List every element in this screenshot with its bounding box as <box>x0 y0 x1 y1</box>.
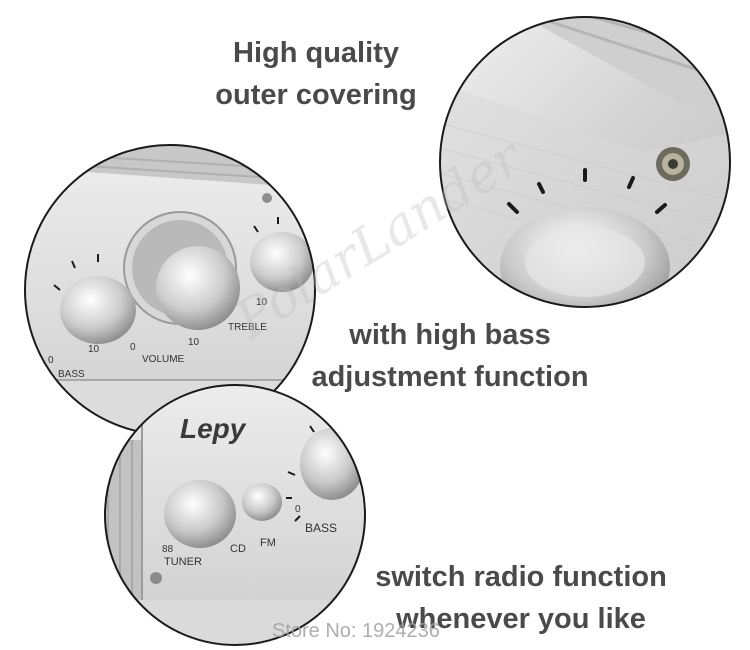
photo-outer-covering <box>439 16 731 308</box>
caption-radio-function: switch radio function whenever you like <box>346 556 696 640</box>
label-bass: BASS <box>305 521 337 535</box>
label-treble: TREBLE <box>228 322 267 333</box>
label-bass-min: 0 <box>48 355 54 366</box>
caption-outer-covering: High quality outer covering <box>196 32 436 116</box>
label-vol-max: 10 <box>188 337 200 348</box>
caption-line: whenever you like <box>396 603 646 635</box>
label-cd: CD <box>230 543 246 555</box>
caption-line: High quality <box>233 37 399 69</box>
label-bass: BASS <box>58 369 85 380</box>
caption-bass-adjustment: with high bass adjustment function <box>290 314 610 398</box>
label-treble-max: 10 <box>256 297 268 308</box>
label-volume: VOLUME <box>142 354 185 365</box>
store-number-text: Store No: 1924236 <box>272 620 440 642</box>
label-tuner: TUNER <box>164 556 202 568</box>
caption-line: with high bass <box>349 319 551 351</box>
label-bass-max: 10 <box>88 344 100 355</box>
label-fm: FM <box>260 537 276 549</box>
caption-line: outer covering <box>215 79 417 111</box>
caption-line: switch radio function <box>375 561 667 593</box>
label-vol-min: 0 <box>130 342 136 353</box>
photo-radio-panel: Lepy 88 TUNER CD FM 0 BASS <box>104 384 366 646</box>
label-freq: 88 <box>162 544 174 555</box>
brand-logo: Lepy <box>180 413 247 444</box>
caption-line: adjustment function <box>311 361 589 393</box>
label-zero: 0 <box>295 504 301 515</box>
